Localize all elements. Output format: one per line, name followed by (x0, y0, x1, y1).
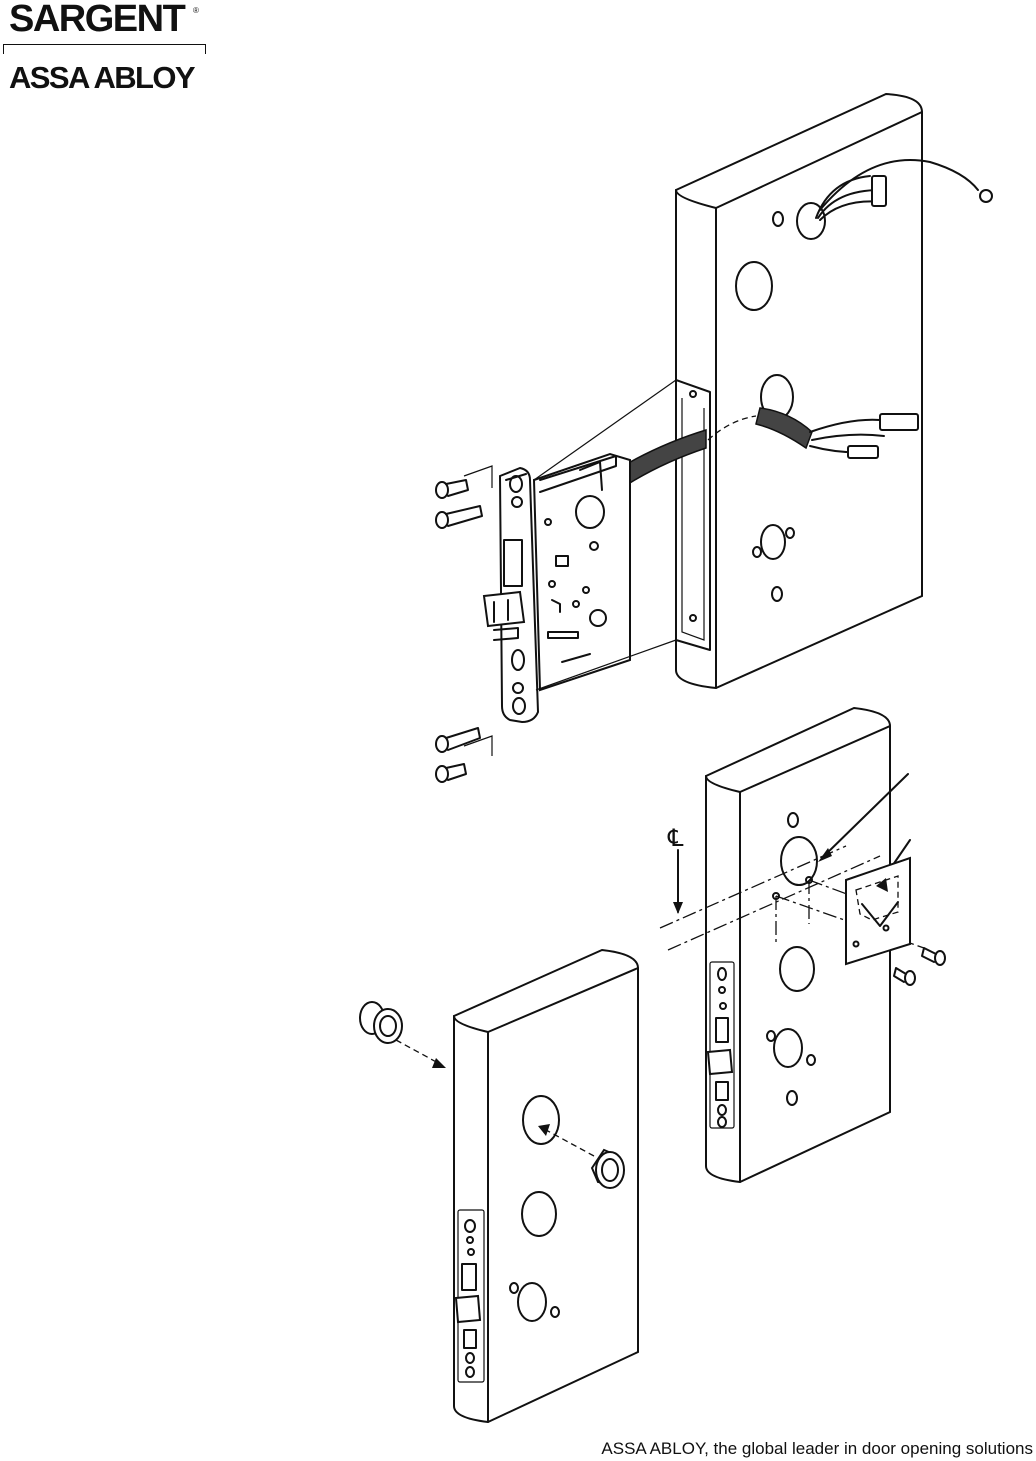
screw-2 (436, 506, 482, 528)
centerline-symbol: ℄ (667, 824, 684, 852)
cylinder-ring-insert (360, 1002, 446, 1068)
screw-3 (436, 728, 480, 752)
faceplate-screws (436, 466, 492, 782)
screw-1 (436, 480, 468, 498)
screw-4 (436, 764, 466, 782)
footer-tagline: ASSA ABLOY, the global leader in door op… (601, 1438, 1033, 1460)
template-screw-1 (922, 948, 945, 965)
template-screw-2 (894, 968, 915, 985)
mortise-lock-body (484, 454, 630, 722)
